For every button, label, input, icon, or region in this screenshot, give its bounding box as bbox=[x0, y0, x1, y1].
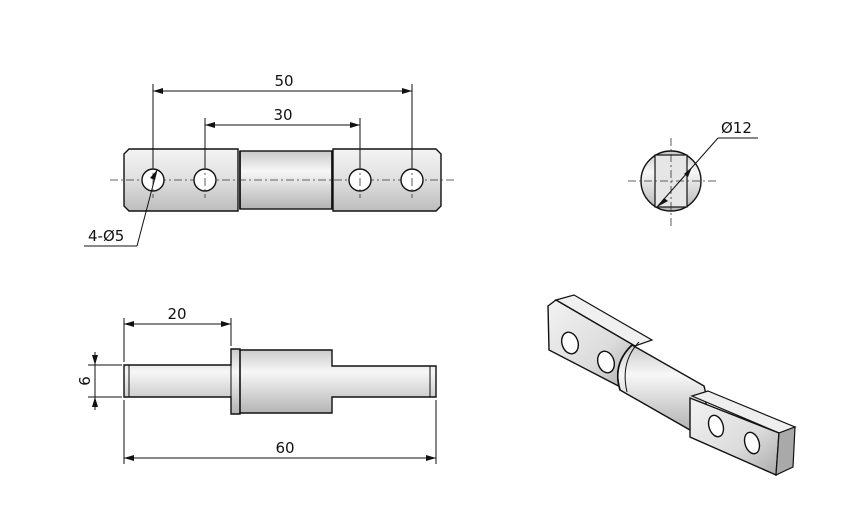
dim-6: 6 bbox=[76, 352, 122, 410]
iso-hole-1 bbox=[560, 331, 580, 355]
iso-right-plate-end bbox=[775, 426, 796, 476]
iso-hole-3 bbox=[707, 414, 725, 438]
dim-50-text: 50 bbox=[274, 72, 293, 90]
iso-hole-4 bbox=[743, 431, 761, 455]
front-view: 50 30 4-Ø5 bbox=[84, 72, 455, 247]
dim-60: 60 bbox=[123, 400, 437, 464]
dim-60-text: 60 bbox=[275, 439, 294, 457]
dim-50: 50 bbox=[152, 72, 413, 168]
iso-hole-2 bbox=[596, 350, 616, 374]
side-view-body bbox=[123, 348, 437, 415]
isometric-view bbox=[547, 294, 797, 477]
end-view: Ø12 bbox=[628, 119, 758, 226]
dim-30-text: 30 bbox=[273, 106, 292, 124]
dim-holes-text: 4-Ø5 bbox=[88, 227, 124, 245]
dim-6-text: 6 bbox=[76, 376, 94, 386]
dim-20: 20 bbox=[123, 305, 232, 362]
dim-holes-leader: 4-Ø5 bbox=[84, 169, 158, 247]
dim-dia-text: Ø12 bbox=[721, 119, 752, 137]
side-view: 20 6 60 bbox=[76, 305, 437, 464]
dim-20-text: 20 bbox=[167, 305, 186, 323]
dim-30: 30 bbox=[204, 106, 361, 168]
